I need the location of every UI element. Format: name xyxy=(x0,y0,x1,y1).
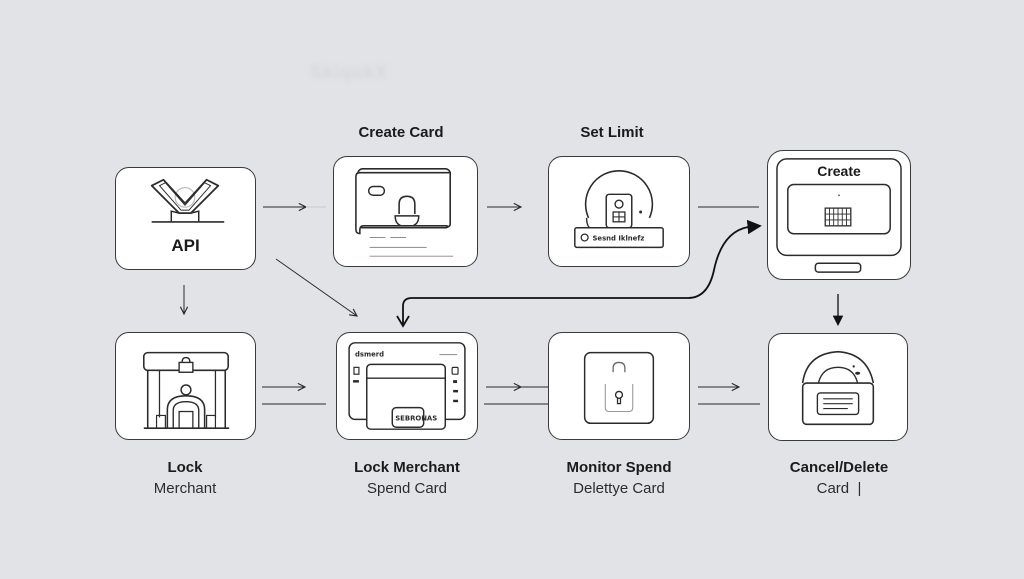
create-label: Create xyxy=(817,163,861,179)
storefront-lock-icon xyxy=(143,351,230,429)
create-card-title: Create Card xyxy=(358,124,444,141)
api-node[interactable]: API xyxy=(115,167,256,270)
api-icon xyxy=(150,178,225,223)
lock-merchant-spend-label-line2: Spend Card xyxy=(366,480,448,497)
monitor-spend-label-line2: Delettye Card xyxy=(573,480,665,497)
lock-merchant-spend-label: Lock Merchant Spend Card xyxy=(312,459,502,497)
terminal-header-text: dsmerd xyxy=(355,351,384,359)
cancel-delete-node[interactable] xyxy=(768,333,908,441)
set-limit-node[interactable]: Sesnd Iklnefz xyxy=(548,156,690,267)
lock-merchant-label-line1: Lock xyxy=(167,459,203,476)
lock-merchant-spend-node[interactable]: dsmerd SEBRONAS xyxy=(336,332,478,440)
cancel-delete-label-line1: Cancel/Delete xyxy=(789,459,889,476)
lock-merchant-label: Lock Merchant xyxy=(90,459,280,497)
set-limit-title: Set Limit xyxy=(580,124,644,141)
padlock-icon xyxy=(583,351,655,425)
arrow-spend-to-monitor xyxy=(484,387,548,405)
terminal-slot-text: SEBRONAS xyxy=(395,414,437,422)
cancel-delete-label: Cancel/Delete Card | xyxy=(744,459,934,497)
terminal-icon xyxy=(776,158,902,273)
lock-merchant-label-line2: Merchant xyxy=(153,480,217,497)
lock-merchant-node[interactable] xyxy=(115,332,256,440)
monitor-spend-label-line1: Monitor Spend xyxy=(566,459,672,476)
api-label: API xyxy=(171,236,200,255)
card-icon xyxy=(355,167,454,257)
card-wallet-icon xyxy=(801,350,875,426)
watermark: SkiqukX xyxy=(310,62,389,82)
arrow-lock-merchant-to-spend xyxy=(262,387,326,405)
monitor-spend-node[interactable] xyxy=(548,332,690,440)
set-limit-inner-text: Sesnd Iklnefz xyxy=(592,234,644,242)
arrow-monitor-to-cancel xyxy=(698,387,760,405)
create-node[interactable]: Create xyxy=(767,150,911,280)
lock-merchant-spend-label-line1: Lock Merchant xyxy=(354,459,460,476)
curved-arrow-head-down xyxy=(396,315,410,328)
monitor-spend-label: Monitor Spend Delettye Card xyxy=(524,459,714,497)
create-card-node[interactable] xyxy=(333,156,478,267)
cancel-delete-label-line2: Card | xyxy=(816,480,862,497)
terminal-card-icon: dsmerd SEBRONAS xyxy=(348,342,466,430)
arrow-api-to-lock-merchant-spend xyxy=(275,258,357,316)
limit-gauge-icon: Sesnd Iklnefz xyxy=(574,169,664,249)
